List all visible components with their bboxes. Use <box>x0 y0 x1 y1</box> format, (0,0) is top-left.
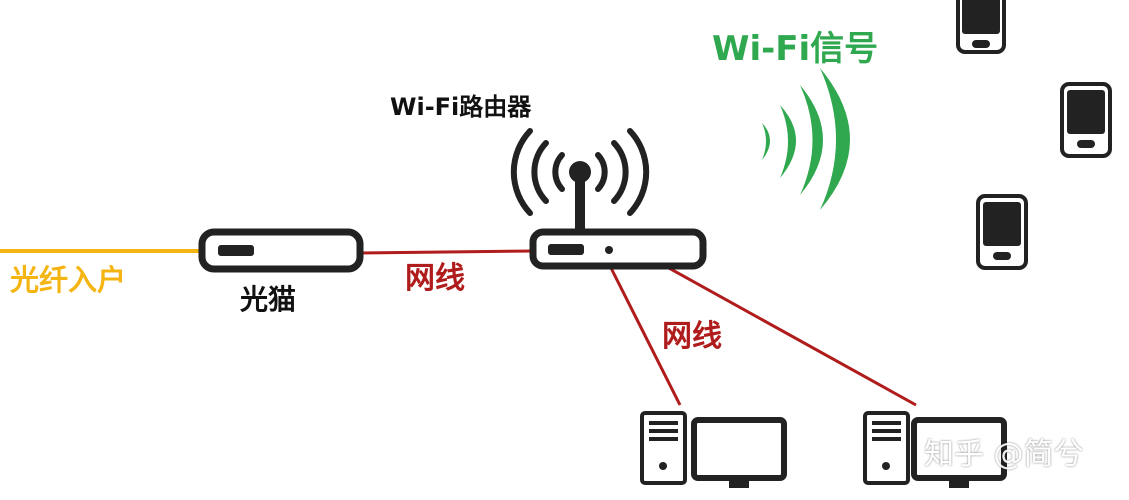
phone-icon <box>976 194 1028 270</box>
wifi-signal-label: Wi-Fi信号 <box>712 29 879 69</box>
phone-icon <box>956 0 1006 54</box>
router-label: Wi-Fi路由器 <box>390 93 532 121</box>
cable-modem-router <box>359 249 536 255</box>
phone-icon <box>1060 82 1112 158</box>
cable-router-pc1 <box>606 261 682 406</box>
modem-icon <box>198 228 364 273</box>
wifi-signal-icon <box>762 68 850 210</box>
desktop-computer-icon <box>640 411 787 488</box>
cable-label: 网线 <box>662 319 722 354</box>
watermark: 知乎 @简兮 <box>924 437 1084 472</box>
cable-router-pc2 <box>639 250 917 407</box>
router-icon <box>510 128 707 270</box>
modem-label: 光猫 <box>240 283 297 316</box>
fiber-in-label: 光纤入户 <box>10 263 127 297</box>
desktop-computer-icon <box>863 411 1007 488</box>
cable-label: 网线 <box>405 261 465 296</box>
